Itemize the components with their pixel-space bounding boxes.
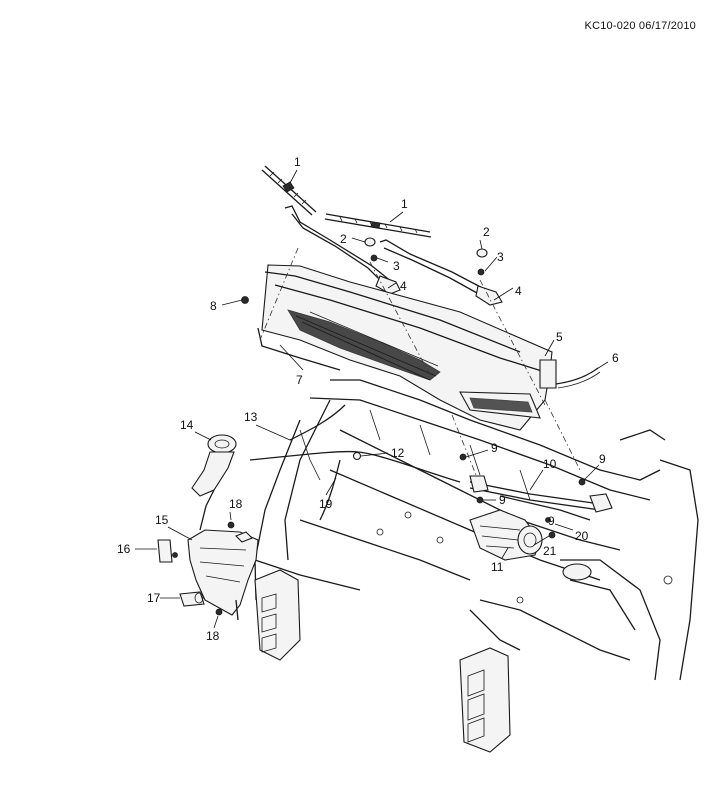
push-pin bbox=[241, 296, 249, 304]
callout-17: 17 bbox=[147, 591, 161, 605]
callout-6: 6 bbox=[612, 351, 619, 365]
washer-level-sensor bbox=[179, 591, 205, 607]
alignment-center-lines bbox=[259, 247, 581, 481]
callout-11: 11 bbox=[491, 560, 504, 574]
callout-4a: 4 bbox=[400, 279, 407, 293]
callout-4b: 4 bbox=[515, 284, 522, 298]
cowl-vent-panel bbox=[257, 264, 557, 431]
callout-1a: 1 bbox=[294, 155, 301, 169]
callout-18a: 18 bbox=[229, 497, 243, 511]
callout-10: 10 bbox=[543, 457, 557, 471]
wiper-arm-right bbox=[379, 239, 503, 306]
wiper-linkage bbox=[469, 475, 613, 521]
body-front-structure bbox=[254, 379, 699, 753]
callout-labels: 1 1 2 2 3 3 4 4 5 6 7 8 9 9 9 9 10 11 12… bbox=[117, 155, 619, 643]
callout-9b: 9 bbox=[599, 452, 606, 466]
wiper-blade-left bbox=[261, 165, 317, 216]
washer-hose-routing bbox=[249, 404, 461, 521]
callout-12: 12 bbox=[391, 446, 405, 460]
callout-3a: 3 bbox=[393, 259, 400, 273]
washer-filler-neck bbox=[191, 434, 237, 531]
callout-9c: 9 bbox=[499, 493, 506, 507]
callout-21: 21 bbox=[543, 544, 557, 558]
callout-5: 5 bbox=[556, 330, 563, 344]
callout-13: 13 bbox=[244, 410, 258, 424]
callout-19: 19 bbox=[319, 497, 333, 511]
washer-reservoir bbox=[187, 529, 259, 621]
callout-16: 16 bbox=[117, 542, 131, 556]
callout-2a: 2 bbox=[340, 232, 347, 246]
callout-3b: 3 bbox=[497, 250, 504, 264]
callout-18b: 18 bbox=[206, 629, 220, 643]
callout-14: 14 bbox=[180, 418, 194, 432]
fastener-bolts bbox=[459, 453, 586, 539]
leader-lines bbox=[135, 169, 609, 629]
washer-pump bbox=[157, 539, 178, 563]
callout-2b: 2 bbox=[483, 225, 490, 239]
washer-hose bbox=[555, 367, 601, 389]
callout-1b: 1 bbox=[401, 197, 408, 211]
callout-20: 20 bbox=[575, 529, 589, 543]
diagram-reference-stamp: KC10-020 06/17/2010 bbox=[584, 20, 696, 32]
wiper-arm-left bbox=[284, 205, 401, 295]
pivot-nuts bbox=[370, 254, 485, 276]
wiper-motor bbox=[469, 509, 543, 561]
callout-9a: 9 bbox=[491, 441, 498, 455]
callout-15: 15 bbox=[155, 513, 169, 527]
reservoir-nuts bbox=[215, 521, 235, 616]
wiper-blade-right bbox=[324, 213, 432, 238]
callout-9d: 9 bbox=[548, 514, 555, 528]
callout-7: 7 bbox=[296, 373, 303, 387]
callout-8: 8 bbox=[210, 299, 217, 313]
